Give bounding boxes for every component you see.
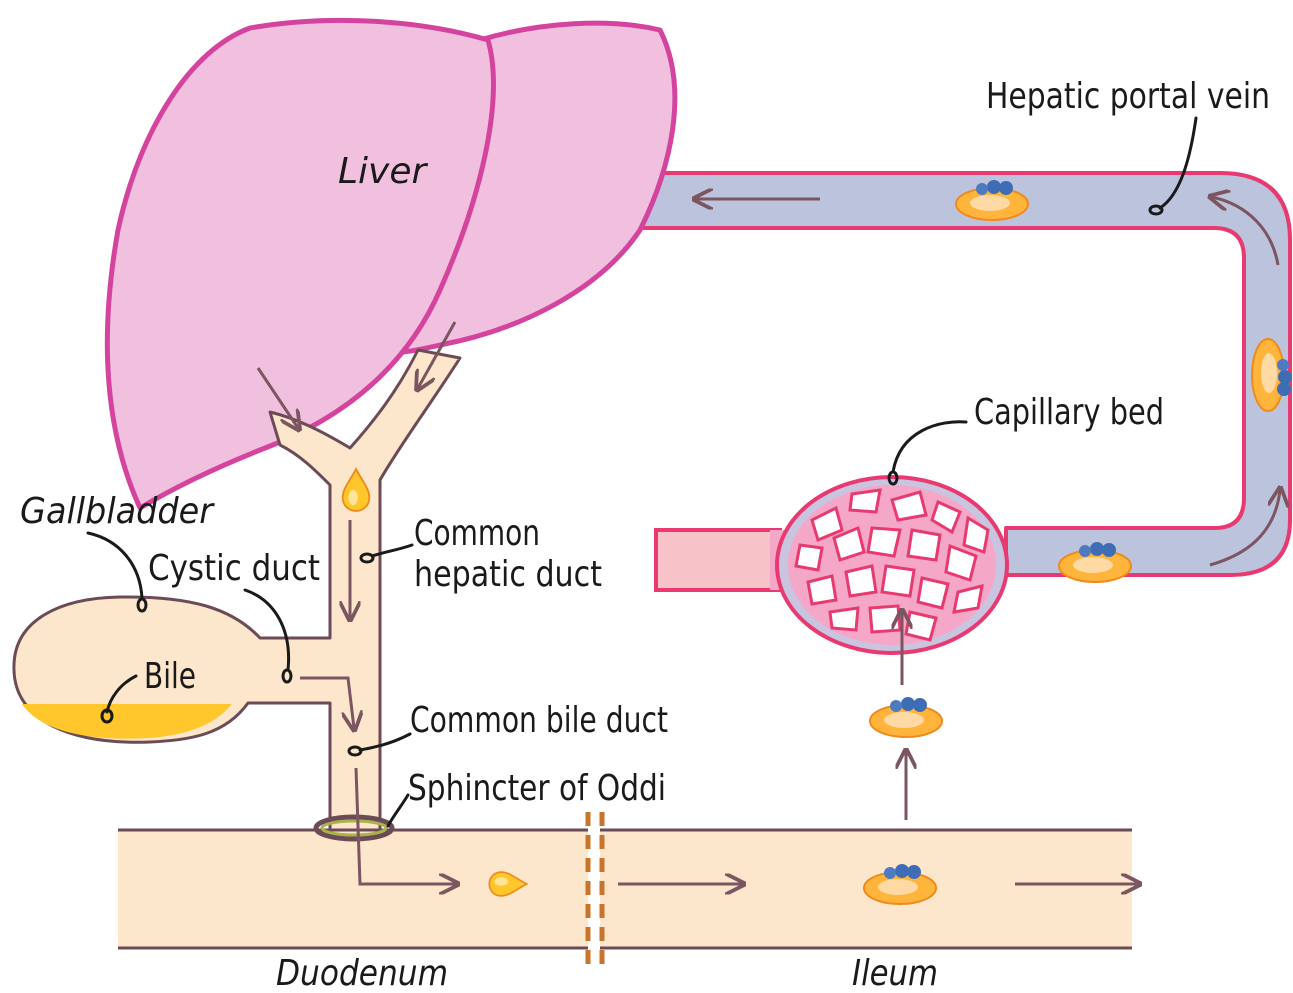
label-capillary-bed: Capillary bed bbox=[974, 392, 1164, 433]
label-liver: Liver bbox=[338, 151, 429, 192]
label-duodenum: Duodenum bbox=[276, 953, 448, 993]
label-ileum: Ileum bbox=[852, 953, 938, 993]
label-bile: Bile bbox=[144, 656, 196, 697]
label-cystic-duct: Cystic duct bbox=[148, 548, 320, 589]
leader-gallbladder bbox=[88, 533, 142, 598]
label-common-hepatic-duct-line2: hepatic duct bbox=[414, 554, 602, 595]
label-gallbladder: Gallbladder bbox=[20, 491, 215, 532]
micelle-absorbed bbox=[870, 697, 942, 737]
label-common-bile-duct: Common bile duct bbox=[410, 700, 668, 741]
capillary-bed bbox=[777, 477, 1007, 653]
leader-capillary-bed bbox=[893, 422, 966, 472]
label-sphincter-of-oddi: Sphincter of Oddi bbox=[408, 768, 666, 809]
label-common-hepatic-duct-line1: Common bbox=[414, 513, 540, 554]
label-hepatic-portal-vein: Hepatic portal vein bbox=[986, 76, 1270, 117]
intestine bbox=[118, 812, 1132, 968]
leader-sphincter-of-oddi bbox=[388, 795, 408, 826]
vein-to-capillary-left bbox=[656, 530, 780, 590]
